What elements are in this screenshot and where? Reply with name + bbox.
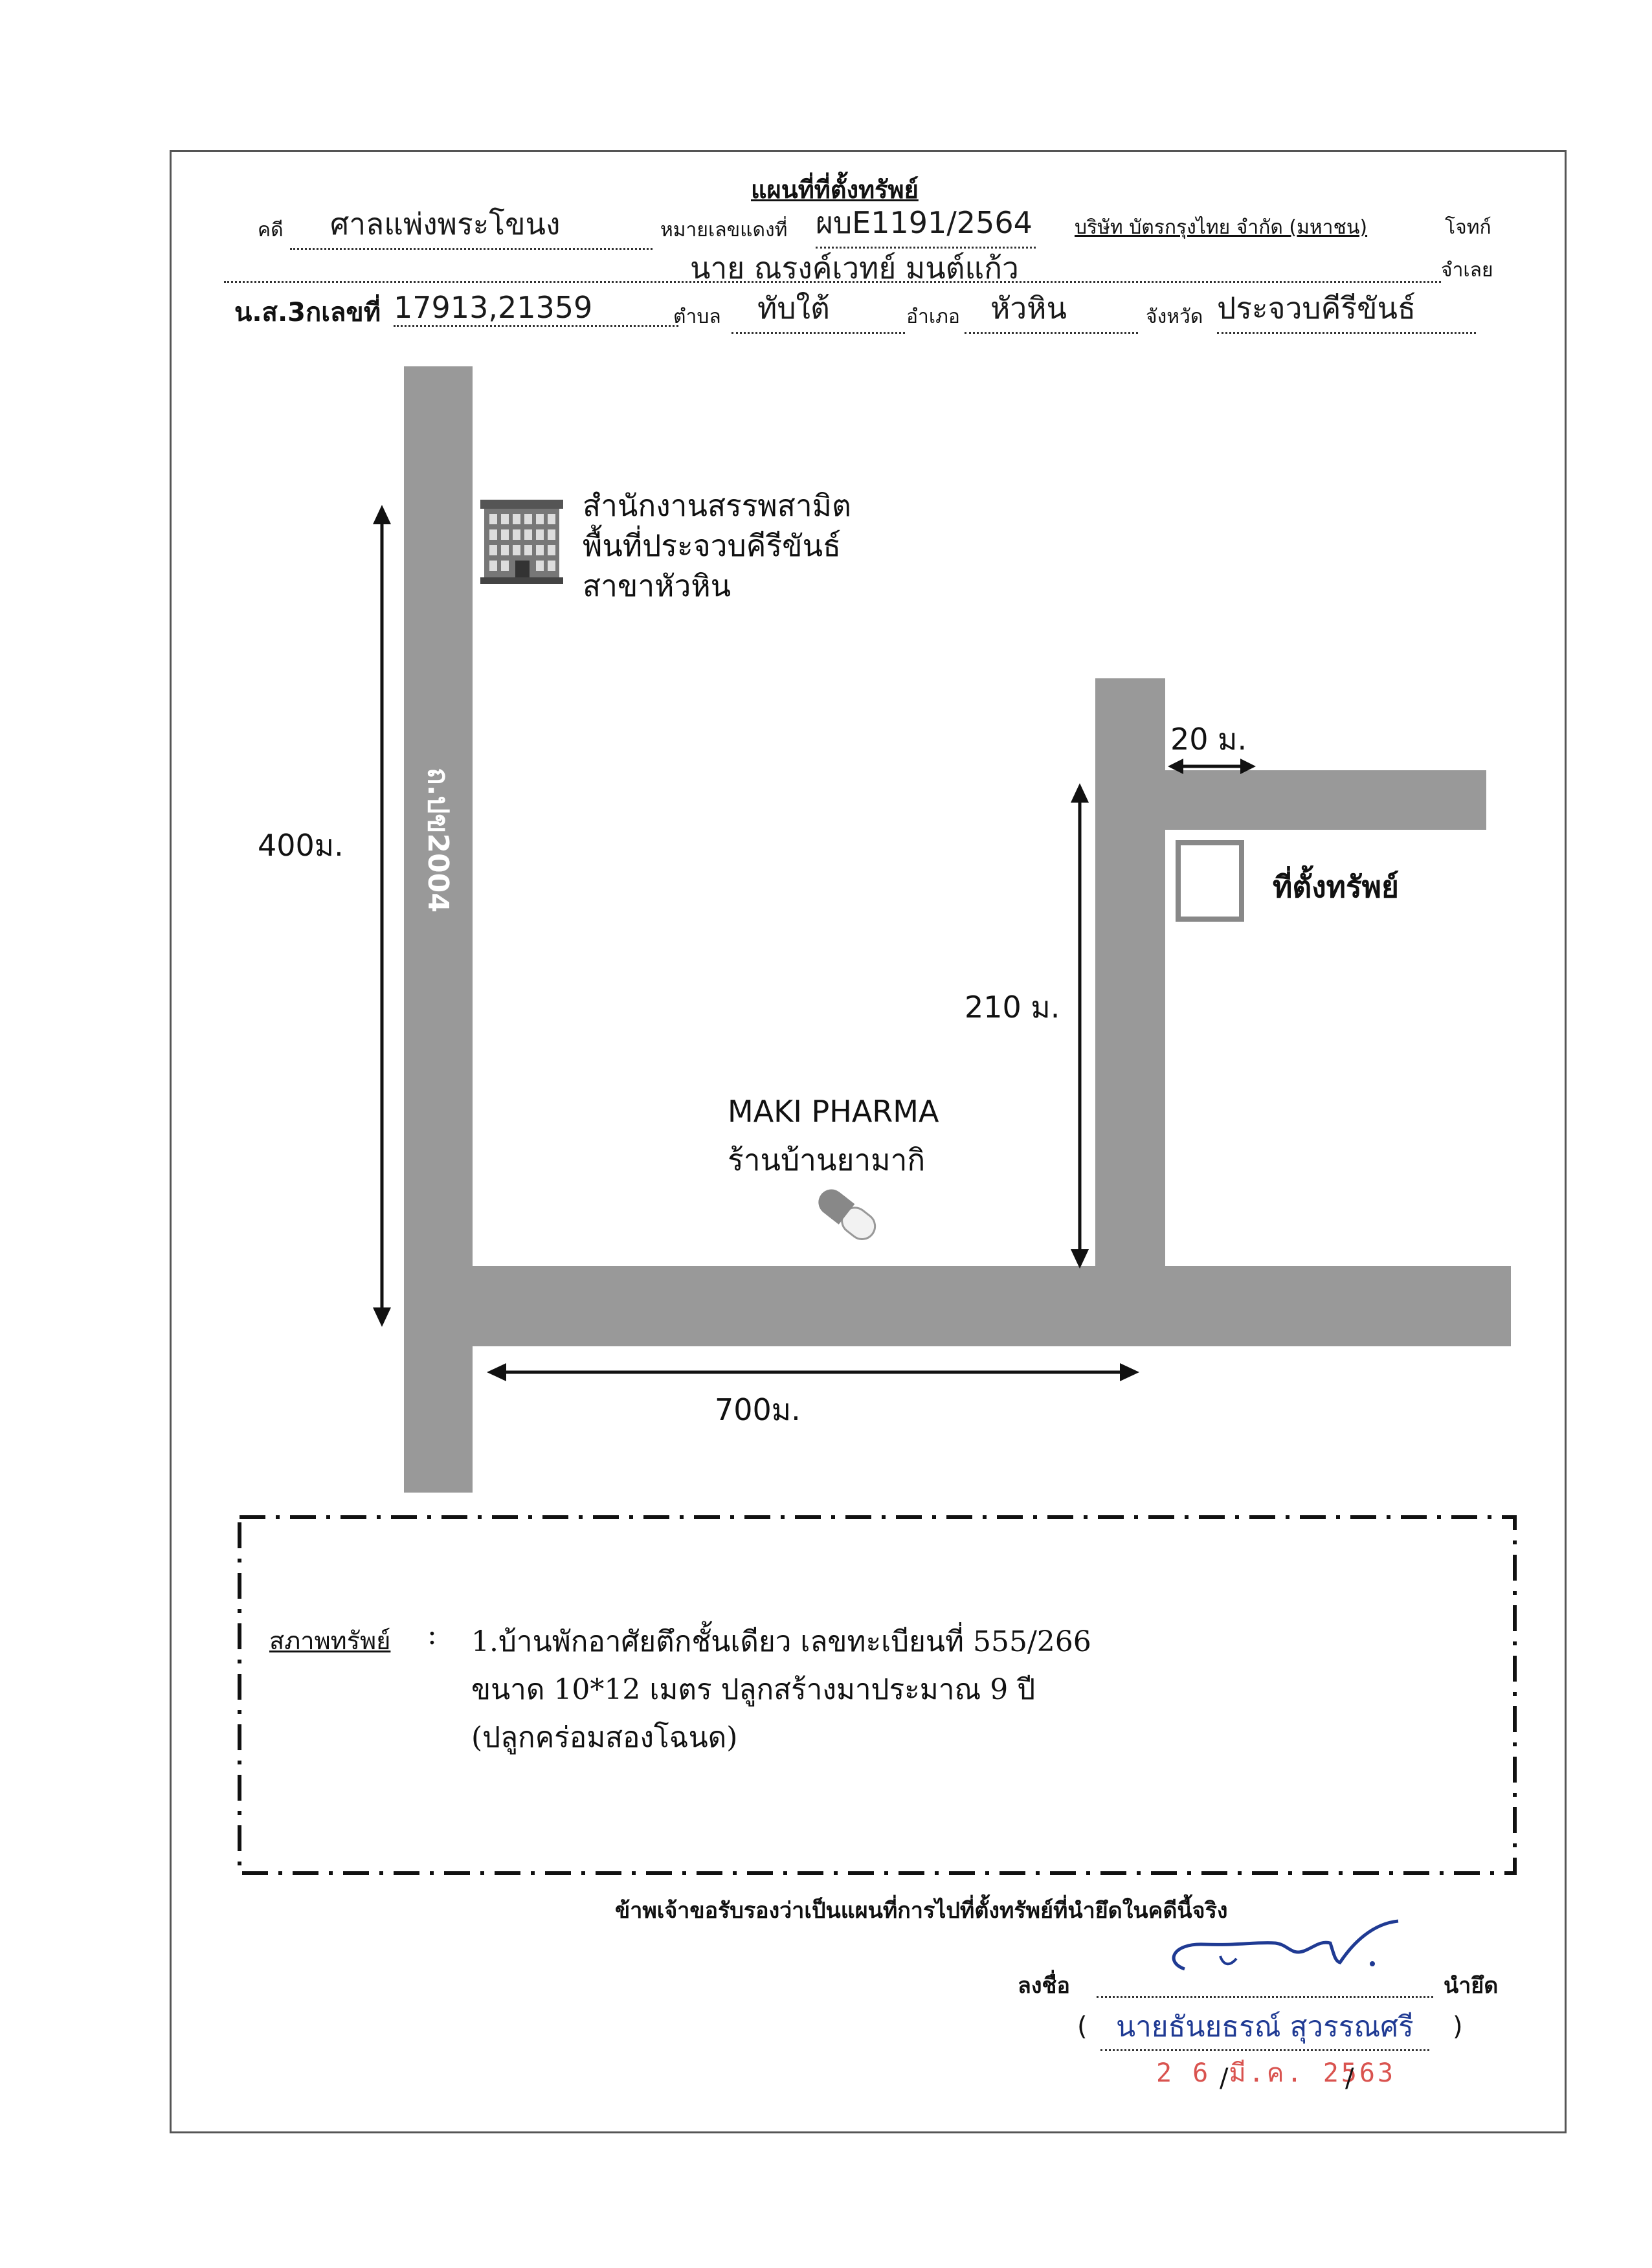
document-frame (170, 150, 1567, 2133)
side-road-branch (1165, 770, 1486, 830)
district-value: หัวหิน (965, 285, 1138, 334)
sign-label: ลงชื่อ (1018, 1973, 1070, 1999)
distance-label-20: 20 ม. (1170, 722, 1247, 757)
date-slash-2: / (1345, 2063, 1354, 2093)
property-label: ที่ตั้งทรัพย์ (1273, 869, 1399, 904)
signature-line (1097, 1996, 1433, 1998)
defendant-value: นาย ณรงค์เวทย์ มนต์แก้ว (690, 250, 1019, 285)
province-label: จังหวัด (1146, 306, 1203, 328)
subdistrict-label: ตำบล (673, 306, 721, 328)
plaintiff-value: บริษัท บัตรกรุงไทย จำกัด (มหาชน) (1075, 216, 1368, 239)
side-road-vertical (1095, 678, 1165, 1266)
date-stamp: 2 6 มี.ค. 2563 (1156, 2058, 1396, 2088)
distance-arrow-vertical-side (1071, 783, 1089, 1269)
case-value: ผบE1191/2564 (816, 199, 1036, 249)
district-label: อำเภอ (906, 306, 960, 328)
deed-label: น.ส.3กเลขที่ (234, 298, 381, 328)
handwritten-signature (1172, 1919, 1399, 1971)
subdistrict-value: ทับใต้ (731, 285, 905, 334)
distance-arrow-vertical-main (373, 505, 391, 1327)
landmark-name: MAKI PHARMA (728, 1094, 939, 1129)
condition-details: 1.บ้านพักอาศัยตึกชั้นเดียว เลขทะเบียนที่… (471, 1625, 1091, 1754)
landmark-thai: ร้านบ้านยามากิ (728, 1142, 926, 1177)
date-slash-1: / (1220, 2063, 1229, 2093)
court-value: ศาลแพ่งพระโขนง (290, 201, 653, 250)
defendant-label: จำเลย (1441, 259, 1493, 282)
property-marker (1176, 840, 1244, 922)
province-value: ประจวบคีรีขันธ์ (1217, 285, 1476, 334)
distance-label-210: 210 ม. (965, 990, 1060, 1025)
distance-arrow-horizontal-main (487, 1363, 1139, 1381)
main-road-horizontal (473, 1266, 1511, 1346)
case-label: หมายเลขแดงที่ (660, 219, 788, 241)
signer-name-stamp: นายธันยธรณ์ สุวรรณศรี (1100, 2004, 1429, 2051)
main-road-vertical (404, 366, 473, 1493)
distance-label-400: 400ม. (258, 828, 344, 863)
distance-arrow-to-property (1168, 759, 1256, 774)
page-title: แผนที่ที่ตั้งทรัพย์ (751, 175, 919, 204)
pill-icon (818, 1189, 876, 1240)
defendant-line (224, 281, 1441, 283)
condition-label: สภาพทรัพย์ (269, 1627, 391, 1655)
open-paren: ( (1077, 2012, 1088, 2041)
office-label: สำนักงานสรรพสามิต พื้นที่ประจวบคีรีขันธ์… (583, 488, 851, 603)
court-label: คดี (258, 219, 284, 241)
deed-value: 17913,21359 (394, 290, 678, 327)
distance-label-700: 700ม. (715, 1392, 801, 1427)
close-paren: ) (1453, 2012, 1463, 2041)
role-label: นำยึด (1444, 1973, 1499, 1999)
condition-box-border (238, 1515, 1517, 1875)
certification-statement: ข้าพเจ้าขอรับรองว่าเป็นแผนที่การไปที่ตั้… (615, 1898, 1228, 1924)
plaintiff-label: โจทก์ (1445, 216, 1491, 239)
building-icon (480, 500, 563, 584)
condition-colon: : (427, 1618, 437, 1651)
road-name: ถ.ปข2004 (421, 768, 454, 913)
